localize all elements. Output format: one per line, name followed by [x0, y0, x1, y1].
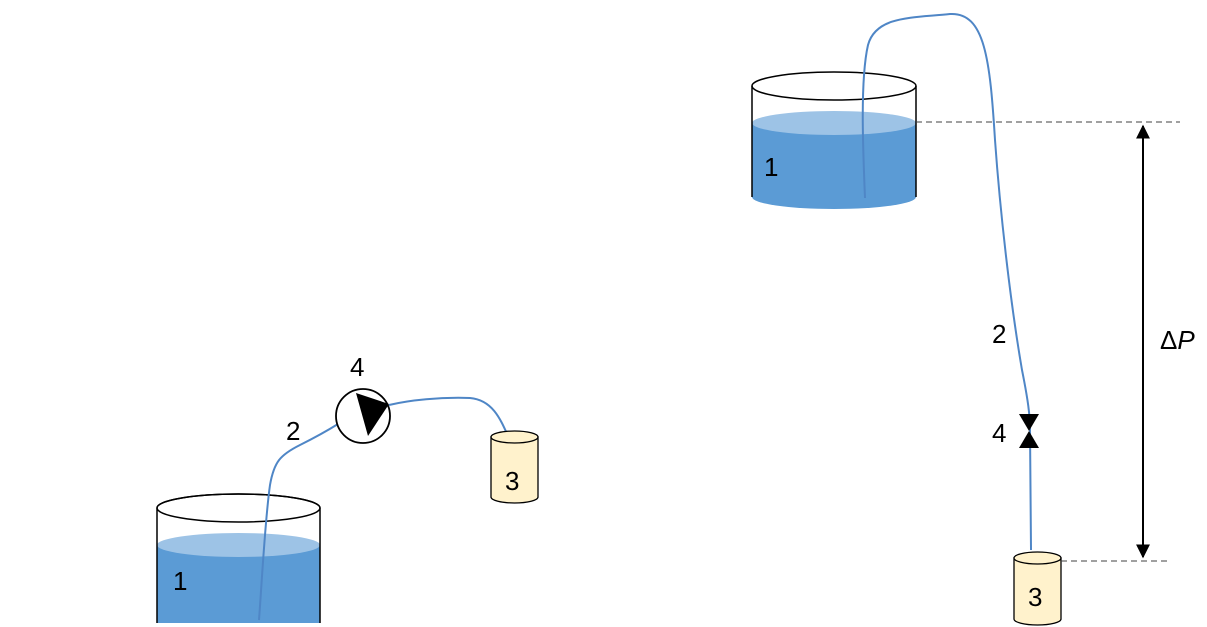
left-collector-label: 3: [505, 466, 519, 496]
right-collector-body: [1013, 557, 1062, 626]
left-reservoir-water-surface: [157, 533, 320, 557]
pump-impeller-triangle: [356, 393, 389, 436]
right-reservoir-rim: [751, 71, 917, 101]
right-collector: 3: [1013, 551, 1062, 626]
left-reservoir-rim: [156, 493, 321, 523]
left-reservoir: 1: [156, 493, 321, 623]
pump-icon: [335, 388, 391, 444]
valve-icon: [1019, 414, 1039, 448]
left-reservoir-back-rim: [156, 493, 321, 509]
right-collector-rim: [1013, 551, 1062, 565]
left-reservoir-label: 1: [173, 566, 187, 596]
left-tube: [258, 396, 509, 621]
right-reservoir-water-body: [752, 123, 916, 209]
left-collector: 3: [490, 430, 539, 504]
right-reservoir: 1: [751, 71, 917, 209]
left-tube-label: 2: [286, 416, 300, 446]
pressure-difference-label: ΔP: [1160, 325, 1195, 355]
right-setup: 1 2 4 3 ΔP: [751, 12, 1195, 626]
right-reservoir-water-surface: [752, 111, 916, 135]
pressure-delta-symbol: Δ: [1160, 325, 1177, 355]
right-tube: [861, 12, 1032, 551]
left-setup: 1 2 4 3: [156, 352, 539, 623]
left-reservoir-water-body: [157, 545, 320, 623]
valve-upper-triangle: [1019, 414, 1039, 431]
right-reservoir-label: 1: [764, 152, 778, 182]
valve-label: 4: [992, 418, 1006, 448]
valve-lower-triangle: [1019, 431, 1039, 448]
right-collector-label: 3: [1028, 582, 1042, 612]
pressure-symbol: P: [1177, 325, 1195, 355]
pump-label: 4: [350, 352, 364, 382]
left-collector-body: [490, 436, 539, 504]
right-tube-label: 2: [992, 319, 1006, 349]
left-collector-rim: [490, 430, 539, 444]
